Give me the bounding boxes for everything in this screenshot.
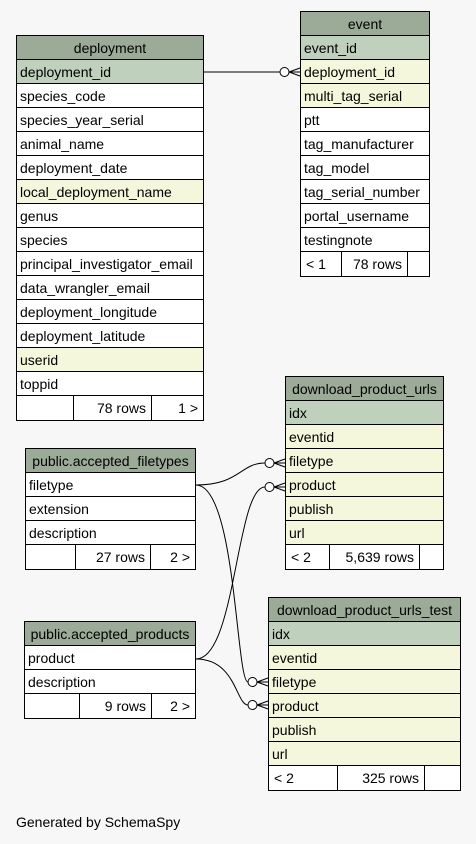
parents-count[interactable]: < 2 <box>286 545 330 569</box>
column-product[interactable]: product <box>286 473 443 497</box>
column-eventid[interactable]: eventid <box>286 425 443 449</box>
column-tag-model[interactable]: tag_model <box>301 156 429 180</box>
table-footer: < 1 78 rows <box>301 252 429 276</box>
table-footer: < 2 5,639 rows <box>286 545 443 569</box>
relationship-line-1 <box>204 67 301 77</box>
children-count[interactable] <box>425 766 460 790</box>
children-count[interactable]: 2 > <box>170 549 190 565</box>
parents-count[interactable]: < 2 <box>269 766 338 790</box>
children-count[interactable] <box>408 252 429 276</box>
table-accepted-products[interactable]: public.accepted_products product descrip… <box>24 621 196 719</box>
column-deployment-id[interactable]: deployment_id <box>17 60 203 84</box>
column-idx[interactable]: idx <box>286 401 443 425</box>
table-title[interactable]: download_product_urls <box>286 377 443 401</box>
column-idx[interactable]: idx <box>269 622 460 646</box>
row-count: 5,639 rows <box>330 545 420 569</box>
parents-count[interactable] <box>17 396 74 420</box>
table-deployment[interactable]: deployment deployment_id species_code sp… <box>16 35 204 421</box>
column-extension[interactable]: extension <box>26 497 195 521</box>
row-count: 78 rows <box>342 252 408 276</box>
column-deployment-longitude[interactable]: deployment_longitude <box>17 300 203 324</box>
column-genus[interactable]: genus <box>17 204 203 228</box>
column-animal-name[interactable]: animal_name <box>17 132 203 156</box>
column-event-id[interactable]: event_id <box>301 36 429 60</box>
column-testingnote[interactable]: testingnote <box>301 228 429 252</box>
column-description[interactable]: description <box>25 670 195 694</box>
children-count[interactable] <box>420 545 443 569</box>
column-product[interactable]: product <box>25 646 195 670</box>
column-deployment-date[interactable]: deployment_date <box>17 156 203 180</box>
column-publish[interactable]: publish <box>286 497 443 521</box>
generated-by-label: Generated by SchemaSpy <box>16 814 181 830</box>
column-ptt[interactable]: ptt <box>301 108 429 132</box>
relationship-line-5 <box>195 658 269 710</box>
table-event[interactable]: event event_id deployment_id multi_tag_s… <box>300 11 430 277</box>
table-title[interactable]: event <box>301 12 429 36</box>
column-deployment-id[interactable]: deployment_id <box>301 60 429 84</box>
column-species-year-serial[interactable]: species_year_serial <box>17 108 203 132</box>
row-count: 325 rows <box>338 766 425 790</box>
column-data-wrangler-email[interactable]: data_wrangler_email <box>17 276 203 300</box>
column-principal-investigator-email[interactable]: principal_investigator_email <box>17 252 203 276</box>
parents-count[interactable] <box>25 694 80 718</box>
column-species[interactable]: species <box>17 228 203 252</box>
column-description[interactable]: description <box>26 521 195 545</box>
column-toppid[interactable]: toppid <box>17 372 203 396</box>
column-url[interactable]: url <box>269 742 460 766</box>
column-url[interactable]: url <box>286 521 443 545</box>
column-portal-username[interactable]: portal_username <box>301 204 429 228</box>
row-count: 27 rows <box>76 545 151 569</box>
table-title[interactable]: public.accepted_filetypes <box>26 449 195 473</box>
children-count[interactable]: 2 > <box>170 698 190 714</box>
parents-count[interactable]: < 1 <box>301 252 342 276</box>
table-title[interactable]: download_product_urls_test <box>269 598 460 622</box>
table-footer: 27 rows 2 > <box>26 545 195 569</box>
table-title[interactable]: deployment <box>17 36 203 60</box>
parents-count[interactable] <box>26 545 76 569</box>
column-filetype[interactable]: filetype <box>269 670 460 694</box>
table-title[interactable]: public.accepted_products <box>25 622 195 646</box>
table-footer: 9 rows 2 > <box>25 694 195 718</box>
table-download-product-urls-test[interactable]: download_product_urls_test idx eventid f… <box>268 597 461 791</box>
column-tag-manufacturer[interactable]: tag_manufacturer <box>301 132 429 156</box>
column-eventid[interactable]: eventid <box>269 646 460 670</box>
column-local-deployment-name[interactable]: local_deployment_name <box>17 180 203 204</box>
table-footer: < 2 325 rows <box>269 766 460 790</box>
column-userid[interactable]: userid <box>17 348 203 372</box>
children-count[interactable]: 1 > <box>178 400 198 416</box>
row-count: 78 rows <box>74 396 152 420</box>
column-product[interactable]: product <box>269 694 460 718</box>
table-footer: 78 rows 1 > <box>17 396 203 420</box>
relationship-line-4 <box>195 482 286 660</box>
table-download-product-urls[interactable]: download_product_urls idx eventid filety… <box>285 376 444 570</box>
column-deployment-latitude[interactable]: deployment_latitude <box>17 324 203 348</box>
column-publish[interactable]: publish <box>269 718 460 742</box>
column-species-code[interactable]: species_code <box>17 84 203 108</box>
relationship-line-2 <box>195 458 286 486</box>
column-filetype[interactable]: filetype <box>286 449 443 473</box>
column-multi-tag-serial[interactable]: multi_tag_serial <box>301 84 429 108</box>
table-accepted-filetypes[interactable]: public.accepted_filetypes filetype exten… <box>25 448 196 570</box>
row-count: 9 rows <box>80 694 152 718</box>
column-tag-serial-number[interactable]: tag_serial_number <box>301 180 429 204</box>
column-filetype[interactable]: filetype <box>26 473 195 497</box>
